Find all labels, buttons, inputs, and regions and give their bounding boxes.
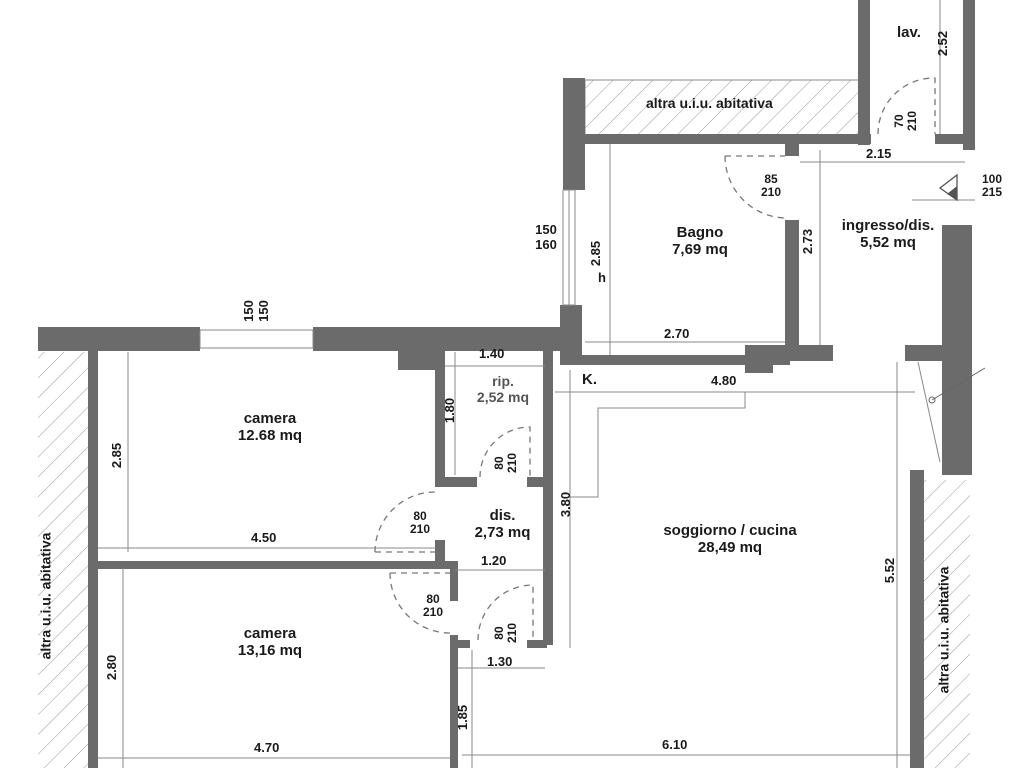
room-label-dis: dis. 2,73 mq	[455, 507, 550, 541]
camera1-window-opening	[199, 329, 314, 349]
neighbor-label-right: altra u.i.u. abitativa	[935, 566, 952, 694]
room-label-bagno: Bagno 7,69 mq	[640, 224, 760, 258]
room-label-camera-2: camera 13,16 mq	[205, 625, 335, 659]
kitchen-marker: K.	[582, 371, 597, 388]
bagno-door-arc	[724, 155, 786, 219]
dim-ingresso-width: 2.15	[866, 146, 892, 161]
dim-camera2-height: 2.80	[104, 654, 120, 681]
room-name: camera	[243, 410, 297, 427]
room-label-rip: rip. 2,52 mq	[458, 373, 548, 405]
dim-bagno-height: 2.85	[588, 240, 604, 267]
room-name: rip.	[492, 373, 514, 389]
lav-door-arc	[877, 77, 936, 135]
dim-camera1-width: 4.50	[251, 530, 277, 545]
dim-ingresso-height: 2.73	[800, 228, 816, 255]
room-area: 28,49 mq	[697, 539, 763, 556]
room-name: soggiorno / cucina	[663, 522, 797, 539]
dim-camera2-width: 4.70	[254, 740, 280, 755]
dim-rip-height: 1.80	[442, 397, 458, 424]
neighbor-label-left: altra u.i.u. abitativa	[37, 532, 54, 660]
dim-soggiorno-bottom: 6.10	[662, 737, 688, 752]
room-name: Bagno	[676, 224, 724, 241]
room-label-ingresso: ingresso/dis. 5,52 mq	[818, 217, 958, 251]
room-label-camera-1: camera 12.68 mq	[205, 410, 335, 444]
room-name: dis.	[489, 507, 516, 524]
dim-camera1-height: 2.85	[109, 442, 125, 469]
dim-corridor-height: 1.85	[455, 704, 471, 731]
camera2-door-arc	[389, 572, 451, 634]
neighbor-hatch-right	[922, 480, 970, 768]
room-area: 2,73 mq	[474, 524, 531, 541]
walls	[38, 0, 975, 768]
neighbor-hatch-top	[584, 79, 861, 137]
dim-soggiorno-k-height: 3.80	[558, 491, 574, 518]
room-area: 13,16 mq	[237, 642, 303, 659]
dim-dis-width: 1.20	[481, 553, 507, 568]
neighbor-label-top: altra u.i.u. abitativa	[646, 95, 773, 111]
room-label-lav: lav.	[897, 24, 921, 41]
camera1-door-arc	[374, 491, 436, 553]
room-area: 12.68 mq	[237, 427, 303, 444]
room-label-soggiorno: soggiorno / cucina 28,49 mq	[630, 522, 830, 556]
dim-rip-width: 1.40	[479, 346, 505, 361]
room-name: camera	[243, 625, 297, 642]
neighbor-hatch-left	[38, 352, 88, 768]
dis-door-arc	[477, 584, 534, 641]
room-area: 2,52 mq	[476, 389, 530, 405]
dim-corridor-width: 1.30	[487, 654, 513, 669]
room-area: 5,52 mq	[860, 234, 916, 251]
room-area: 7,69 mq	[672, 241, 728, 258]
dimension-lines	[98, 0, 986, 768]
room-name: ingresso/dis.	[841, 217, 935, 234]
dim-soggiorno-height: 5.52	[882, 557, 898, 584]
dim-bagno-width: 2.70	[664, 326, 690, 341]
height-marker: h	[598, 270, 606, 285]
dim-lav-height: 2.52	[935, 30, 951, 57]
dim-soggiorno-top: 4.80	[711, 373, 737, 388]
